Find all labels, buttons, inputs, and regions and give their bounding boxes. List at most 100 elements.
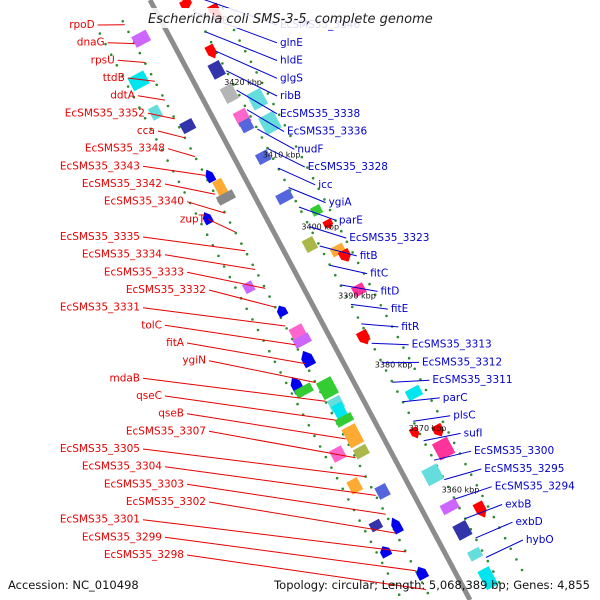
- kbp-tick-label: 3420 kbp: [224, 78, 262, 87]
- guide-dot: [172, 115, 175, 118]
- guide-dot: [209, 40, 213, 44]
- label-leader-line: [127, 77, 155, 82]
- gene-feature: [147, 104, 164, 121]
- gene-feature: [207, 59, 226, 80]
- guide-dot: [503, 536, 507, 540]
- label-leader-line: [309, 226, 347, 239]
- guide-dot: [249, 115, 252, 118]
- kbp-tick-label: 3410 kbp: [263, 150, 301, 159]
- guide-dot: [396, 390, 399, 393]
- right-gene-label: EcSMS35_3300: [474, 445, 554, 457]
- guide-dot: [385, 314, 388, 318]
- guide-dot: [418, 432, 422, 436]
- label-leader-line: [298, 206, 337, 221]
- guide-dot: [232, 28, 236, 32]
- right-gene-label: icc: [318, 179, 333, 191]
- label-leader-line: [107, 42, 135, 45]
- map-title: Escherichia coli SMS-3-5, complete genom…: [148, 12, 433, 27]
- guide-dot: [149, 72, 153, 76]
- guide-dot: [155, 138, 158, 141]
- title-backdrop: [142, 8, 432, 28]
- guide-dot: [375, 496, 379, 500]
- label-leader-line: [186, 483, 386, 515]
- gene-feature: [466, 546, 484, 562]
- gene-arrow: [301, 350, 317, 369]
- kbp-tick-label: 3380 kbp: [375, 360, 413, 369]
- gene-feature: [241, 280, 256, 295]
- label-leader-line: [236, 89, 278, 115]
- guide-dot: [379, 304, 383, 307]
- left-gene-label: ygiN: [182, 355, 206, 367]
- guide-dot: [244, 49, 247, 53]
- guide-dot: [132, 95, 136, 99]
- guide-dot: [138, 51, 142, 55]
- guide-dot: [407, 411, 411, 415]
- guide-dot: [402, 346, 405, 349]
- guide-dot: [475, 484, 479, 487]
- label-leader-line: [402, 397, 440, 403]
- label-leader-line: [246, 109, 285, 133]
- guide-dot: [234, 231, 238, 235]
- left-gene-label: EcSMS35_3342: [82, 178, 162, 190]
- guide-dot: [290, 392, 294, 395]
- label-leader-line: [329, 264, 368, 275]
- right-gene-label: nudF: [297, 143, 323, 155]
- left-gene-label: EcSMS35_3335: [60, 231, 140, 243]
- right-gene-label: EcSMS35_3323: [349, 232, 429, 244]
- guide-dot: [340, 229, 343, 233]
- gene-feature: [404, 384, 424, 402]
- label-leader-line: [186, 271, 266, 289]
- right-gene-label: EcSMS35_3312: [422, 356, 502, 368]
- guide-dot: [138, 106, 141, 109]
- label-leader-line: [319, 245, 357, 257]
- guide-dot: [177, 180, 181, 184]
- guide-dot: [436, 409, 439, 413]
- guide-dot: [509, 547, 512, 551]
- gene-feature: [431, 436, 456, 461]
- guide-dot: [284, 381, 288, 385]
- label-leader-line: [142, 165, 206, 176]
- left-gene-label: EcSMS35_3352: [65, 107, 145, 119]
- guide-dot: [324, 401, 328, 404]
- guide-dot: [364, 475, 367, 478]
- guide-dot: [356, 261, 360, 265]
- guide-dot: [283, 124, 287, 127]
- left-gene-label: EcSMS35_3307: [126, 425, 206, 437]
- left-gene-label: EcSMS35_3343: [60, 160, 140, 172]
- guide-dot: [335, 476, 339, 480]
- gene-feature: [315, 376, 339, 401]
- guide-dot: [452, 441, 456, 445]
- guide-dot: [317, 242, 320, 245]
- guide-dot: [311, 231, 315, 235]
- guide-dot: [341, 487, 345, 491]
- right-gene-label: fitD: [381, 285, 400, 297]
- guide-dot: [285, 327, 288, 330]
- guide-dot: [155, 83, 158, 87]
- gene-arrow: [202, 212, 214, 226]
- gene-arrow: [179, 0, 192, 9]
- right-gene-label: hldE: [280, 55, 303, 67]
- right-gene-label: ygiA: [329, 197, 353, 209]
- right-gene-label: exbD: [516, 516, 543, 528]
- guide-dot: [266, 92, 270, 95]
- label-leader-line: [340, 284, 378, 292]
- guide-dot: [104, 42, 107, 46]
- guide-dot: [194, 212, 198, 215]
- gene-feature: [292, 332, 312, 349]
- right-gene-label: ribB: [280, 90, 301, 102]
- guide-dot: [446, 485, 450, 489]
- label-leader-line: [164, 254, 256, 270]
- guide-dot: [386, 572, 390, 575]
- guide-dot: [221, 62, 224, 65]
- left-gene-label: EcSMS35_3304: [82, 461, 162, 473]
- right-gene-label: hybO: [526, 534, 554, 546]
- right-gene-label: glnE: [280, 37, 303, 49]
- right-gene-label: fitR: [401, 321, 419, 333]
- gene-feature: [127, 70, 150, 92]
- guide-dot: [380, 561, 384, 565]
- right-gene-label: EcSMS35_3311: [432, 374, 512, 386]
- gene-arrow: [205, 169, 217, 184]
- guide-dot: [305, 220, 309, 224]
- guide-dot: [222, 265, 226, 268]
- label-leader-line: [167, 148, 196, 158]
